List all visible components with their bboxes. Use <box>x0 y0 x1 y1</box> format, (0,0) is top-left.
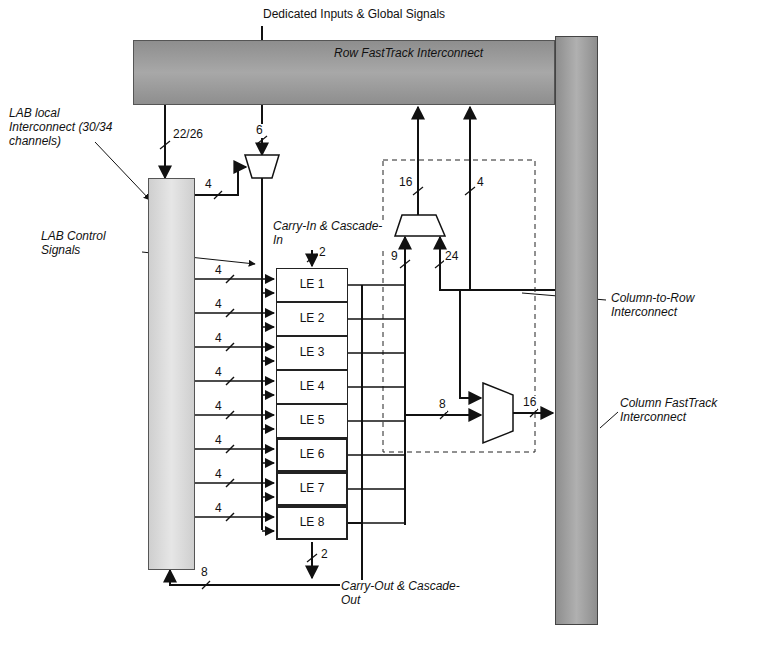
column-mux-symbol <box>483 383 513 443</box>
leader-line <box>600 412 618 428</box>
logic-element-box: LE 4 <box>276 370 348 404</box>
signal-label: Carry-In & Cascade-In <box>272 220 384 248</box>
leader-line <box>522 293 606 300</box>
local-interconnect-band: LAB local Interconnect (30/34 channels) <box>148 178 195 570</box>
bus-width-number: 4 <box>214 366 223 380</box>
carry-out-wire <box>311 542 313 578</box>
row-mux-symbol <box>395 215 445 236</box>
bus-width-number: 8 <box>200 566 209 580</box>
le-to-row-mux-wire <box>404 237 406 525</box>
element-label: LE 7 <box>300 482 325 496</box>
bus-connector <box>170 523 362 585</box>
signal-label: Carry-Out & Cascade-Out <box>340 580 472 608</box>
local-to-mux-wire <box>195 167 246 195</box>
band-label: Column FastTrack Interconnect <box>620 397 730 425</box>
band-label: LAB local Interconnect (30/34 channels) <box>9 107 127 148</box>
logic-element-box: LE 8 <box>276 506 348 540</box>
band-label: Row FastTrack Interconnect <box>334 47 483 61</box>
bus-width-ticks <box>160 136 538 589</box>
bus-width-number: 4 <box>214 298 223 312</box>
logic-element-box: LE 7 <box>276 472 348 506</box>
element-label: LE 3 <box>300 346 325 360</box>
leader-line <box>142 252 255 264</box>
bus-width-number: 4 <box>214 468 223 482</box>
input-mux-symbol <box>245 155 279 178</box>
bus-width-number: 6 <box>255 124 264 138</box>
bus-width-number: 4 <box>214 264 223 278</box>
row-to-column-mux-wire <box>460 290 481 398</box>
bus-width-number: 2 <box>320 548 329 562</box>
signal-label: LAB Control Signals <box>40 230 142 258</box>
logic-element-box: LE 2 <box>276 302 348 336</box>
bus-width-number: 4 <box>214 332 223 346</box>
bus-width-number: 22/26 <box>172 128 204 142</box>
column-to-row-direct-wire <box>469 107 471 290</box>
bus-width-number: 9 <box>390 250 399 264</box>
column-to-row-wire <box>440 237 555 290</box>
element-label: LE 4 <box>300 380 325 394</box>
bus-width-number: 2 <box>318 246 327 260</box>
bus-width-number: Dedicated Inputs & Global Signals <box>262 8 446 22</box>
bus-width-number: 4 <box>214 502 223 516</box>
le-branch-wires <box>195 275 405 531</box>
bus-width-number: 8 <box>438 398 447 412</box>
dashed-region <box>383 160 535 452</box>
logic-element-box: LE 1 <box>276 268 348 302</box>
bus-width-number: 24 <box>444 250 459 264</box>
element-label: LE 1 <box>300 278 325 292</box>
bus-width-number: 16 <box>522 396 537 410</box>
row-mux-output-wire <box>417 107 419 215</box>
row-fasttrack-band: Row FastTrack Interconnect <box>133 40 555 105</box>
control-bus <box>261 178 263 530</box>
signal-label: Column-to-Row Interconnect <box>610 292 722 320</box>
leader-line <box>95 142 150 200</box>
bus-width-number: 16 <box>398 176 413 190</box>
bus-connector <box>164 105 166 178</box>
element-label: LE 5 <box>300 414 325 428</box>
dedicated-input-wire <box>261 26 263 155</box>
bus-width-number: 4 <box>214 434 223 448</box>
element-label: LE 6 <box>300 448 325 462</box>
logic-element-box: LE 5 <box>276 404 348 438</box>
bus-width-number: 4 <box>476 176 485 190</box>
bus-width-number: 4 <box>204 178 213 192</box>
logic-element-box: LE 6 <box>276 438 348 472</box>
bus-width-number: 4 <box>214 400 223 414</box>
logic-element-box: LE 3 <box>276 336 348 370</box>
column-fasttrack-band: Column FastTrack Interconnect <box>555 36 598 625</box>
element-label: LE 2 <box>300 312 325 326</box>
element-label: LE 8 <box>300 516 325 530</box>
